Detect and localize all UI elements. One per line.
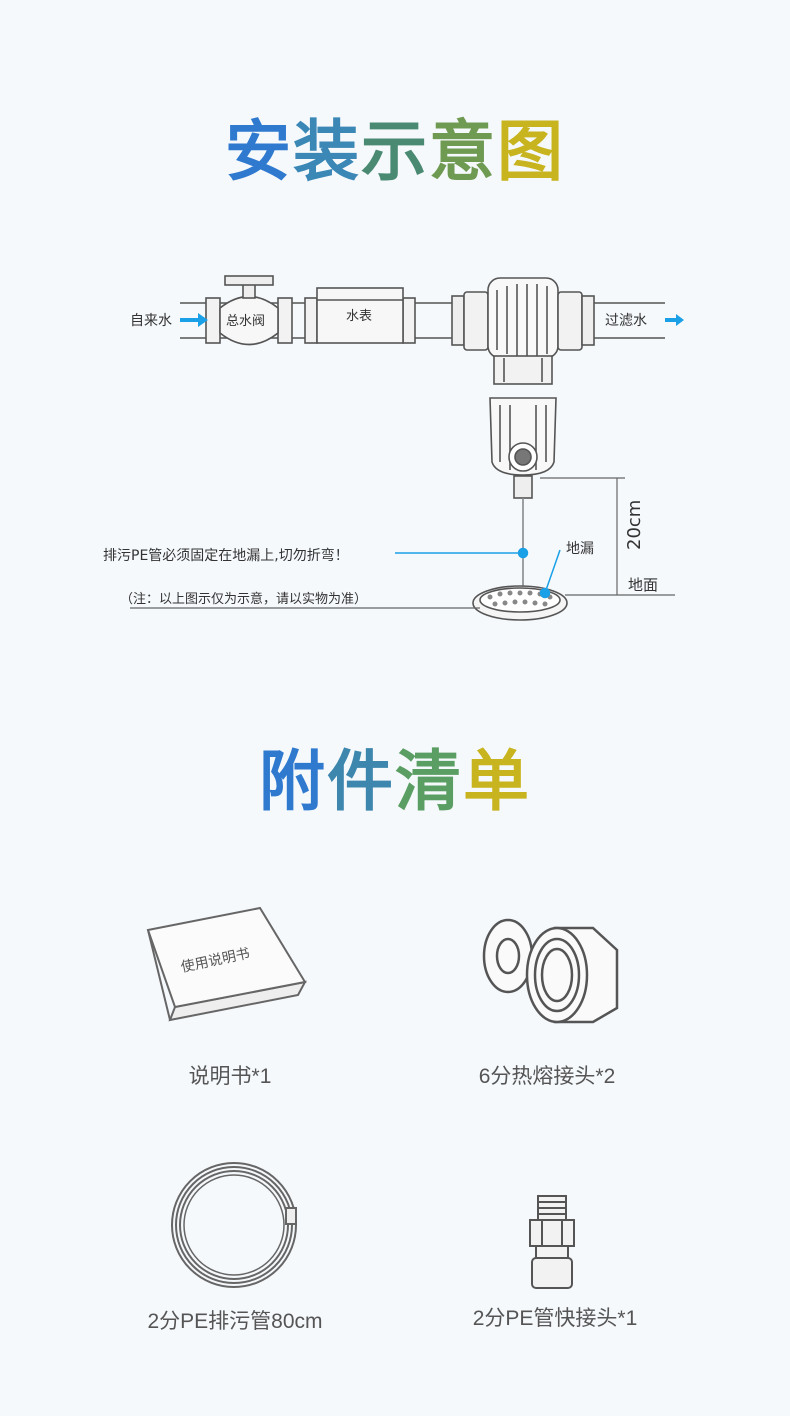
installation-diagram: 自来水 总水阀 水表 过滤水 20cm 地漏 地面 排污PE管必须固定在地漏上,… bbox=[103, 275, 684, 621]
install-diagram-title: 安装示意图 bbox=[0, 112, 790, 192]
filtered-water-label: 过滤水 bbox=[605, 313, 647, 329]
ground-label: 地面 bbox=[628, 576, 658, 594]
title-char: 附 bbox=[259, 743, 327, 820]
title-char: 示 bbox=[361, 113, 429, 190]
pe-tube-coil-icon bbox=[171, 1162, 297, 1288]
title-char: 安 bbox=[225, 113, 293, 190]
title-char: 清 bbox=[395, 743, 463, 820]
title-char: 件 bbox=[327, 743, 395, 820]
tap-water-label: 自来水 bbox=[130, 313, 172, 329]
accessory-label-manual: 说明书*1 bbox=[188, 1065, 272, 1088]
accessory-label-pe-tube: 2分PE排污管80cm bbox=[147, 1310, 323, 1333]
accessory-label-hot-melt-fitting: 6分热熔接头*2 bbox=[478, 1065, 616, 1088]
water-meter-label: 水表 bbox=[346, 309, 372, 324]
manual-icon: 使用说明书 bbox=[146, 906, 307, 1022]
main-valve-label: 总水阀 bbox=[226, 314, 265, 329]
accessories-title: 附件清单 bbox=[0, 742, 790, 822]
floor-drain-label: 地漏 bbox=[566, 541, 594, 557]
title-char: 图 bbox=[497, 113, 565, 190]
height-label: 20cm bbox=[624, 500, 645, 550]
accessory-label-quick-connector: 2分PE管快接头*1 bbox=[472, 1307, 638, 1330]
title-char: 意 bbox=[429, 113, 497, 190]
title-char: 装 bbox=[293, 113, 361, 190]
pe-tube-warning: 排污PE管必须固定在地漏上,切勿折弯！ bbox=[103, 547, 349, 564]
quick-connector-icon bbox=[529, 1195, 575, 1289]
title-char: 单 bbox=[463, 743, 531, 820]
hot-melt-fitting-icon bbox=[482, 918, 619, 1024]
diagram-disclaimer: （注：以上图示仅为示意，请以实物为准） bbox=[120, 591, 367, 607]
